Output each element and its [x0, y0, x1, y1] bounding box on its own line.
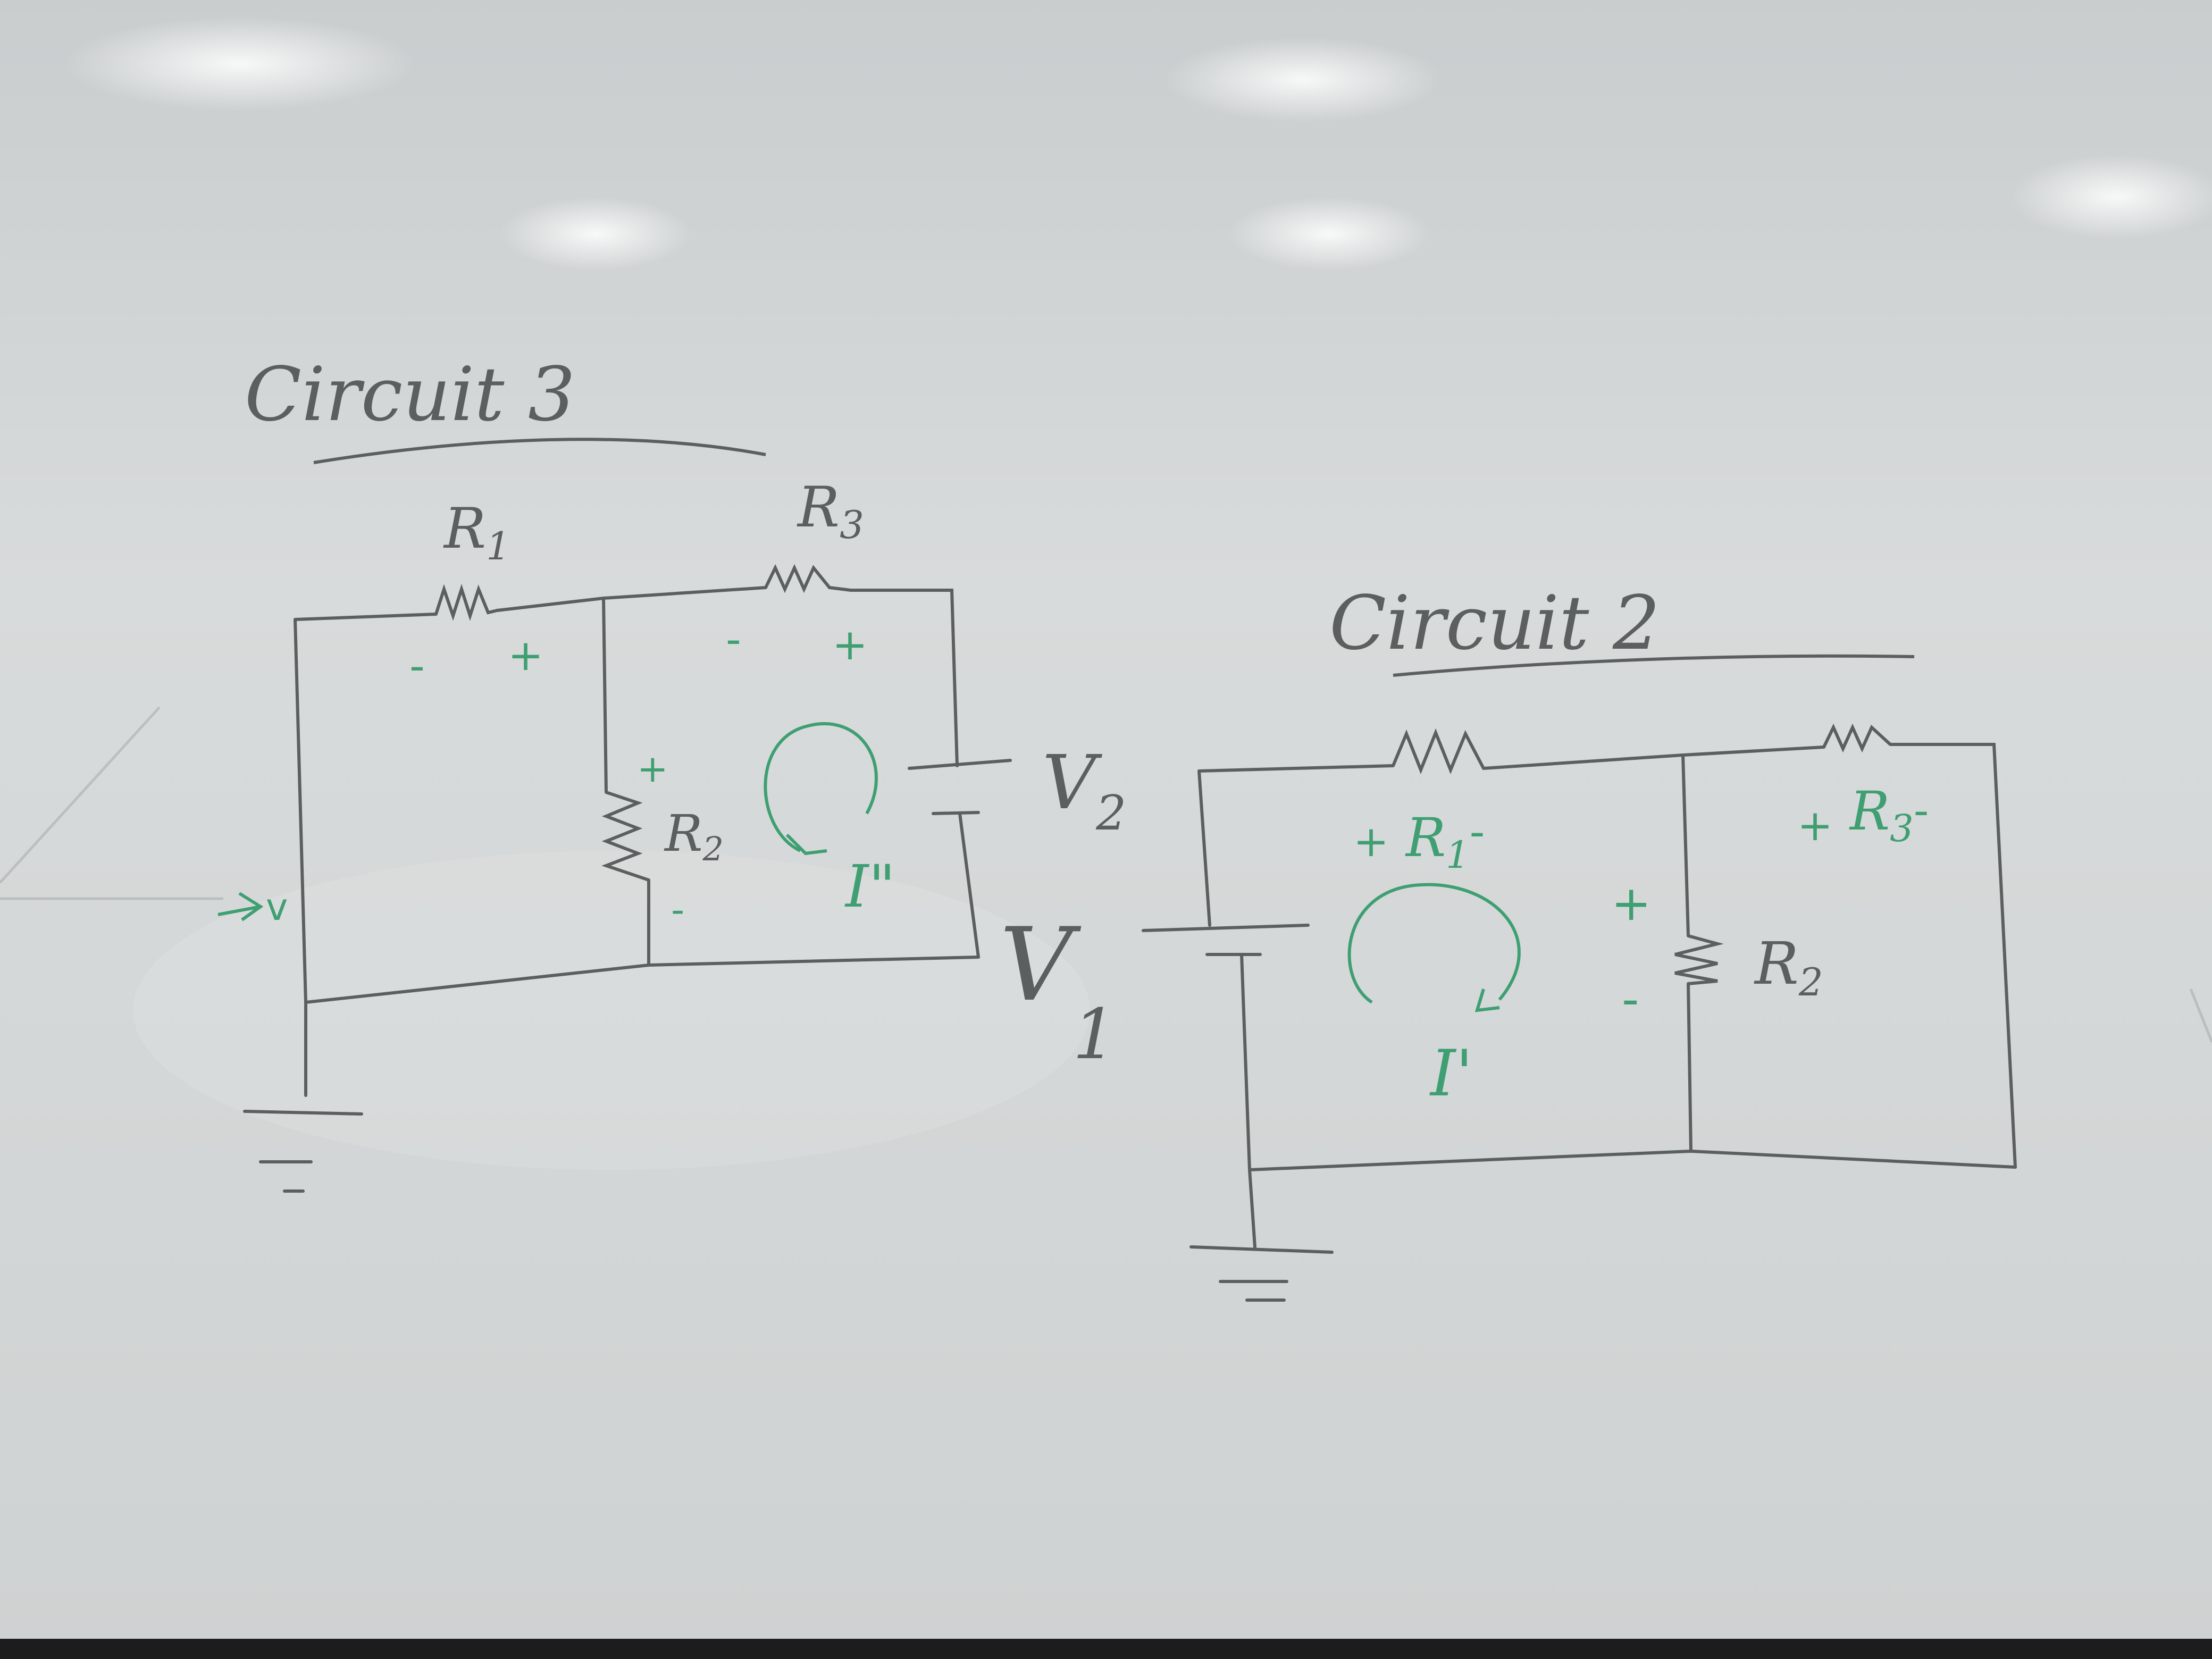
circuit-2: Circuit 2: [1000, 580, 2017, 1302]
circuit-3-v2-label: V2: [1042, 740, 1126, 841]
board-frame-bottom: [0, 1639, 2212, 1659]
circuit-2-ground-symbol: [1189, 1245, 1334, 1302]
circuit-2-r2-minus: -: [1622, 971, 1639, 1027]
circuit-3-title-underline: [313, 438, 766, 464]
circuit-2-v1-label: V1: [1000, 906, 1117, 1075]
circuit-2-loop-arrowhead: [1474, 988, 1500, 1012]
circuit-3-wires: [294, 586, 980, 1097]
circuit-2-r1-symbol: [1392, 728, 1485, 775]
circuit-3-polarity-marks: - + - + + -: [409, 615, 868, 932]
circuit-2-r1-label-group: + R1-: [1353, 807, 1485, 877]
circuit-2-r2-symbol: [1674, 934, 1724, 985]
ceiling-light-reflections: [64, 16, 2212, 1170]
circuit-3-current-label: I": [844, 852, 895, 920]
circuit-3-r2-label: R2: [664, 805, 724, 868]
erased-marks: [0, 706, 2212, 1043]
circuit-3-node-label: v: [266, 885, 288, 929]
circuit-3-r1-label: R1: [443, 496, 510, 568]
circuit-3-r3-label: R3: [797, 475, 864, 547]
circuit-3-r3-minus: -: [726, 615, 741, 664]
circuit-3-r2-plus: +: [637, 747, 668, 791]
circuit-2-v1-battery: [1142, 924, 1310, 956]
circuit-2-r2-plus: +: [1611, 876, 1651, 932]
circuit-3: Circuit 3: [217, 351, 1126, 1193]
circuit-2-current-label: I': [1429, 1037, 1473, 1111]
circuit-2-title: Circuit 2: [1329, 580, 1660, 667]
circuit-3-loop-arrow: [764, 722, 878, 852]
circuit-2-loop-arrow: [1347, 883, 1521, 1004]
circuit-3-node-arrow: [217, 892, 264, 921]
circuit-2-title-underline: [1393, 654, 1915, 677]
circuit-3-r3-symbol: [764, 564, 851, 593]
circuit-2-r3-symbol: [1822, 723, 1892, 753]
circuit-3-r2-minus: -: [671, 888, 684, 932]
circuit-2-wires: [1197, 743, 2017, 1249]
circuit-2-r3-label-group: + R3-: [1797, 780, 1929, 853]
circuit-3-r3-plus: +: [832, 620, 868, 669]
circuit-3-r1-plus: +: [508, 631, 543, 680]
circuit-2-r2-label: R2: [1754, 929, 1823, 1004]
circuit-3-r1-symbol: [434, 584, 498, 621]
circuit-3-title: Circuit 3: [245, 351, 575, 438]
circuit-3-loop-arrowhead: [785, 833, 827, 856]
circuit-3-r1-minus: -: [409, 641, 425, 691]
circuit-3-ground-symbol: [243, 1110, 363, 1193]
circuit-3-r2-symbol: [601, 791, 649, 882]
circuit-3-v2-battery: [908, 759, 1012, 815]
